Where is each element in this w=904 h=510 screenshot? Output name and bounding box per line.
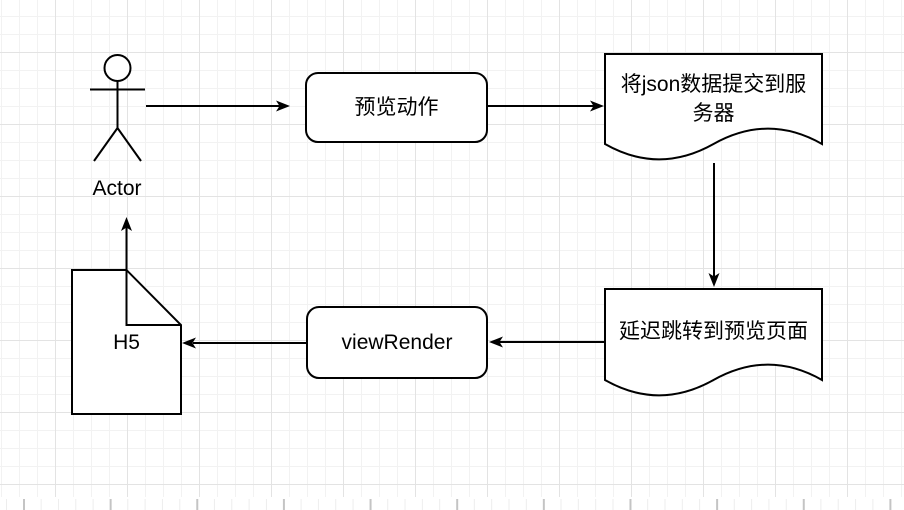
actor-left-leg	[93, 127, 119, 162]
node-delay-redirect[interactable]	[604, 288, 823, 397]
actor-head	[103, 54, 132, 82]
actor-right-leg	[116, 127, 142, 162]
edge-actor-to-preview-action[interactable]	[146, 100, 290, 112]
arrowhead-down-icon	[708, 273, 720, 287]
edge-preview-action-to-submit-json[interactable]	[487, 100, 604, 112]
canvas-grid-offset-band	[0, 499, 904, 510]
edge-h5-to-actor[interactable]	[121, 217, 132, 270]
arrowhead-right-icon	[590, 100, 604, 112]
node-actor[interactable]	[90, 54, 145, 162]
edge-delay-redirect-to-view-render[interactable]	[489, 336, 605, 348]
edge-view-render-to-h5[interactable]	[182, 337, 307, 349]
edge-submit-json-to-delay-redirect[interactable]	[708, 163, 720, 287]
arrowhead-up-icon	[121, 217, 132, 231]
node-preview-action[interactable]	[305, 72, 488, 143]
arrowhead-left-icon	[489, 336, 503, 348]
h5-outline	[71, 269, 182, 415]
node-h5[interactable]	[71, 269, 182, 415]
h5-fold	[125, 270, 181, 326]
node-submit-json[interactable]	[604, 53, 823, 161]
arrowhead-left-icon	[182, 337, 196, 349]
node-view-render[interactable]	[306, 306, 488, 379]
arrowhead-right-icon	[276, 100, 290, 112]
